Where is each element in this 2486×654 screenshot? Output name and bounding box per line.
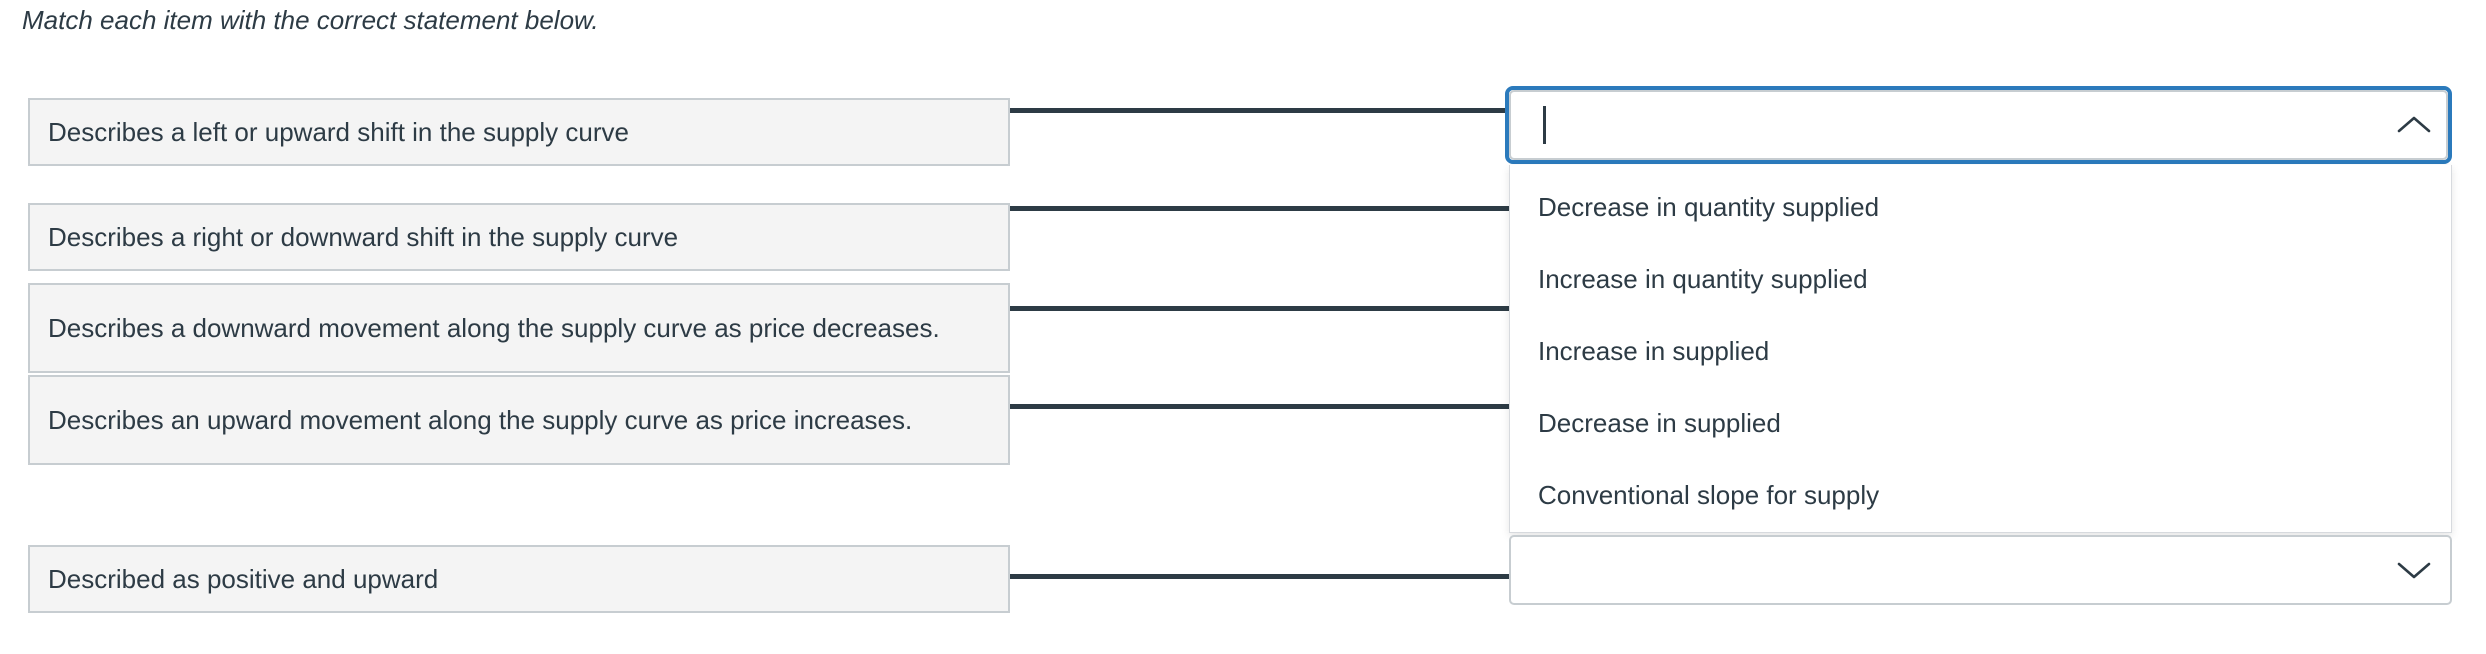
chevron-up-icon[interactable] — [2394, 105, 2434, 145]
dropdown-option[interactable]: Decrease in quantity supplied — [1538, 192, 1880, 222]
dropdown-option[interactable]: Increase in quantity supplied — [1538, 264, 1868, 294]
match-item-label: Describes an upward movement along the s… — [48, 405, 913, 435]
match-item-4[interactable]: Describes an upward movement along the s… — [28, 375, 1010, 465]
match-item-label: Describes a downward movement along the … — [48, 313, 940, 343]
connector-line-1 — [1010, 108, 1510, 113]
dropdown-1-input[interactable] — [1509, 90, 2448, 160]
match-item-3[interactable]: Describes a downward movement along the … — [28, 283, 1010, 373]
dropdown-option[interactable]: Decrease in supplied — [1538, 408, 1781, 438]
match-item-label: Describes a right or downward shift in t… — [48, 222, 679, 252]
match-item-2[interactable]: Describes a right or downward shift in t… — [28, 203, 1010, 271]
match-item-label: Described as positive and upward — [48, 564, 439, 594]
connector-line-5 — [1010, 574, 1509, 579]
connector-line-3 — [1010, 306, 1509, 311]
match-item-1[interactable]: Describes a left or upward shift in the … — [28, 98, 1010, 166]
connector-line-2 — [1010, 206, 1509, 211]
dropdown-2-input[interactable] — [1509, 535, 2452, 605]
dropdown-option[interactable]: Increase in supplied — [1538, 336, 1770, 366]
chevron-down-icon[interactable] — [2394, 550, 2434, 590]
connector-line-4 — [1010, 404, 1509, 409]
text-caret — [1543, 106, 1546, 144]
match-item-label: Describes a left or upward shift in the … — [48, 117, 629, 147]
dropdown-option[interactable]: Conventional slope for supply — [1538, 480, 1880, 510]
dropdown-1-options-panel: Decrease in quantity supplied Increase i… — [1509, 165, 2452, 533]
question-prompt: Match each item with the correct stateme… — [22, 5, 599, 35]
match-item-5[interactable]: Described as positive and upward — [28, 545, 1010, 613]
